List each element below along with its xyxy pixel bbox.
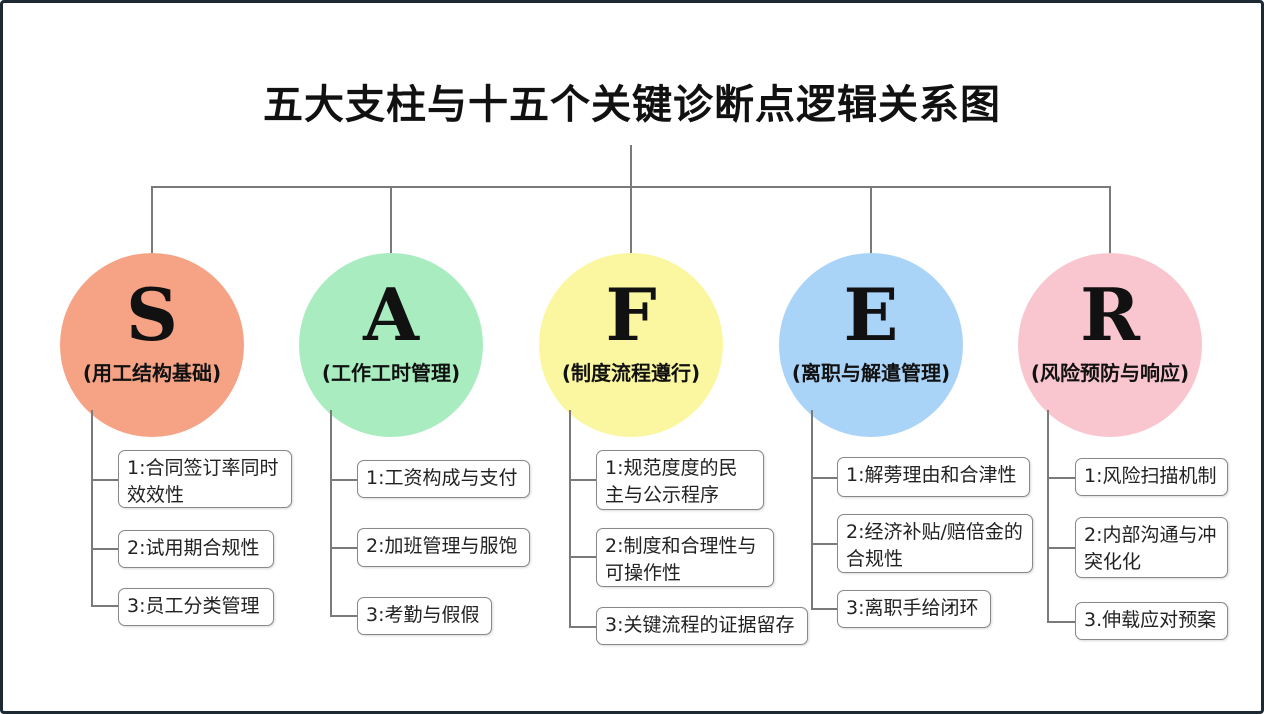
connector-line [91,479,118,481]
diagnostic-point: 2:加班管理与服饱 [357,528,530,567]
pillar-a-circle: A (工作工时管理) [299,253,483,437]
connector-line [811,608,837,610]
pillar-letter: E [843,272,899,357]
pillar-r-circle: R (风险预防与响应) [1018,253,1202,437]
connector-line [630,145,632,188]
connector-line [870,186,872,256]
diagnostic-point: 3:考勤与假假 [357,597,492,635]
connector-line [91,410,93,607]
pillar-letter: S [126,272,178,357]
connector-line [330,547,357,549]
diagnostic-point: 2:内部沟通与冲突化化 [1075,517,1228,578]
connector-line [1047,547,1075,549]
connector-line [569,410,571,628]
connector-line [811,543,837,545]
connector-line [390,186,392,256]
pillar-e-circle: E (离职与解遣管理) [779,253,963,437]
pillar-name: (工作工时管理) [321,361,461,385]
connector-line [1047,477,1075,479]
pillar-letter: F [605,272,657,357]
diagnostic-point: 2:试用期合规性 [118,530,274,568]
diagnostic-point: 2:经济补贴/赔倍金的合规性 [837,514,1033,573]
pillar-s-circle: S (用工结构基础) [60,253,244,437]
connector-line [1047,410,1049,623]
pillar-letter: R [1080,272,1140,357]
diagram-title: 五大支柱与十五个关键诊断点逻辑关系图 [263,82,1001,128]
diagnostic-point: 2:制度和合理性与可操作性 [596,528,774,587]
connector-line [811,410,813,610]
connector-line [630,186,632,256]
connector-line [1109,186,1111,256]
pillar-name: (风险预防与响应) [1030,361,1190,385]
pillar-letter: A [363,272,419,357]
connector-line [569,556,596,558]
diagnostic-point: 3:关键流程的证据留存 [596,607,808,645]
diagnostic-point: 3:员工分类管理 [118,588,274,626]
connector-line [811,477,837,479]
pillar-name: (用工结构基础) [82,361,222,385]
pillar-name: (制度流程遵行) [561,361,701,385]
diagnostic-point: 3.伸载应对预案 [1075,602,1228,640]
connector-line [330,615,357,617]
connector-line [330,479,357,481]
connector-line [91,605,118,607]
diagnostic-point: 1:合同签订率同时效效性 [118,450,292,508]
connector-line [151,186,153,256]
pillar-f-circle: F (制度流程遵行) [539,253,723,437]
diagnostic-point: 1:工资构成与支付 [357,460,530,498]
connector-line [1047,621,1075,623]
diagnostic-point: 3:离职手给闭环 [837,590,991,628]
diagnostic-point: 1:解蒡理由和合津性 [837,457,1030,497]
pillar-name: (离职与解遣管理) [791,361,951,385]
connector-line [569,479,596,481]
connector-line [569,626,596,628]
diagnostic-point: 1:规范度度的民主与公示程序 [596,450,764,510]
connector-line [330,410,332,617]
diagnostic-point: 1:风险扫描机制 [1075,458,1228,496]
connector-line [91,548,118,550]
